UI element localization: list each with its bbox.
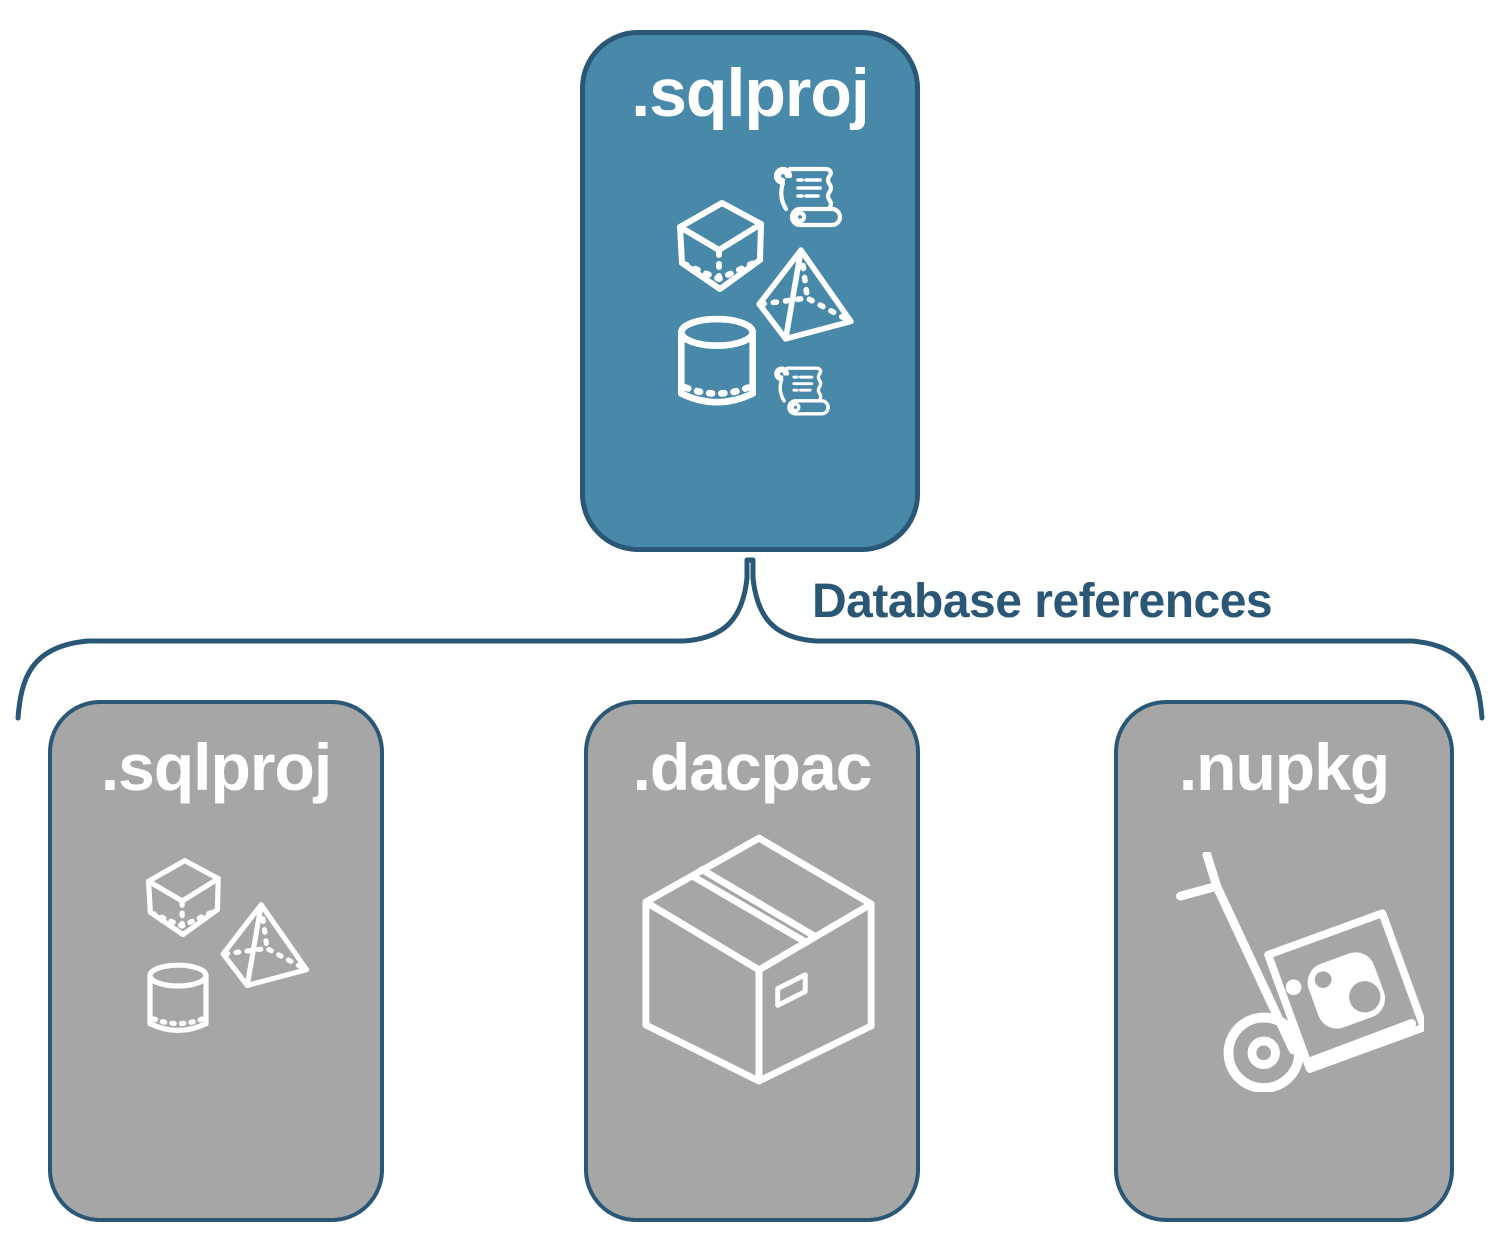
hand-truck-nuget-icon bbox=[1176, 852, 1424, 1092]
child-node-nupkg: .nupkg bbox=[1114, 700, 1454, 1222]
node-label: .nupkg bbox=[1178, 730, 1390, 804]
scroll-icon bbox=[774, 366, 830, 416]
brace-connector-line bbox=[15, 557, 1485, 721]
scroll-icon bbox=[770, 163, 846, 231]
node-label: .sqlproj bbox=[100, 730, 332, 804]
child-node-dacpac: .dacpac bbox=[584, 700, 920, 1222]
child-node-sqlproj: .sqlproj bbox=[48, 700, 384, 1222]
cylinder-icon bbox=[671, 315, 763, 417]
pyramid-icon bbox=[747, 245, 859, 347]
node-label: .sqlproj bbox=[631, 55, 870, 131]
root-node-sqlproj: .sqlproj bbox=[580, 30, 920, 552]
connector-label: Database references bbox=[812, 575, 1273, 628]
pyramid-icon bbox=[212, 900, 314, 993]
cylinder-icon bbox=[142, 962, 214, 1042]
node-label: .dacpac bbox=[632, 730, 873, 804]
package-box-icon bbox=[639, 832, 879, 1094]
